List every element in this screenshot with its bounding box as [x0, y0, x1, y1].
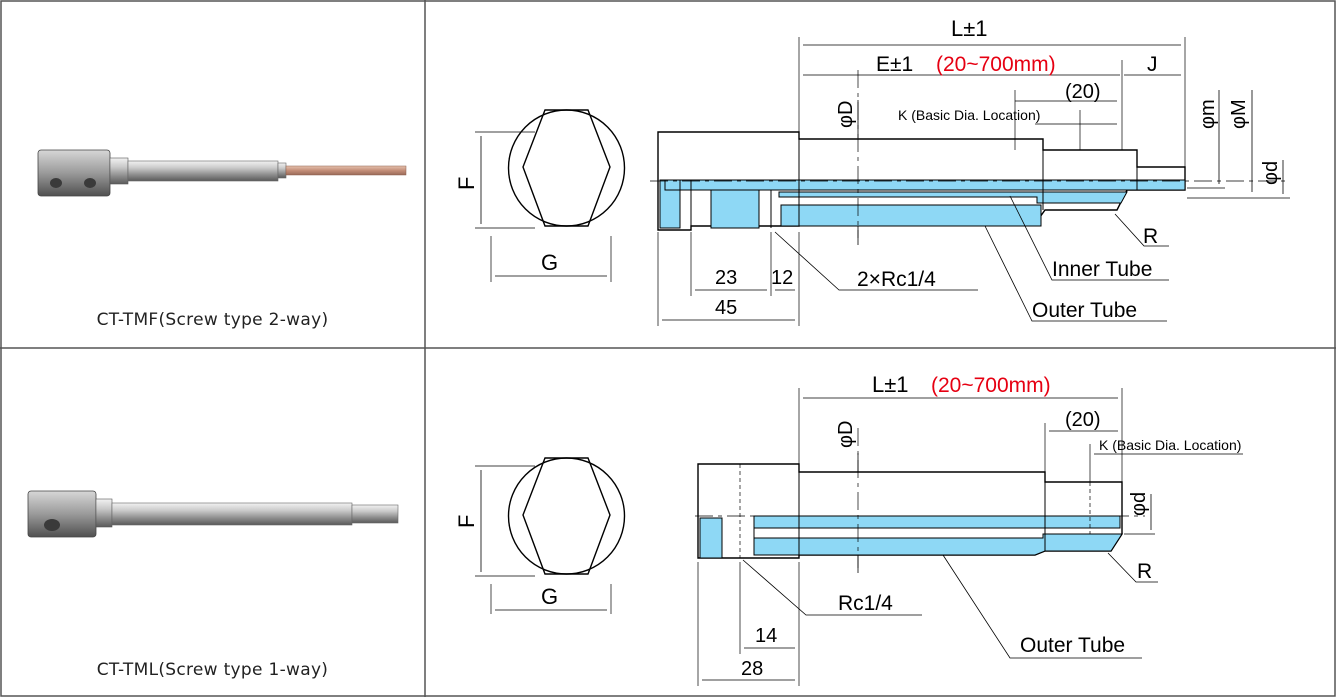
- label-radius-R: R: [1137, 560, 1152, 583]
- label-K: K (Basic Dia. Location): [1099, 437, 1241, 453]
- technical-drawing-tmf: L±1 E±1 (20~700mm) J (20) K (Basic Dia. …: [454, 16, 1290, 326]
- label-tip-20: (20): [1065, 409, 1101, 431]
- label-dim-23: 23: [715, 267, 737, 289]
- label-E-range: (20~700mm): [936, 53, 1056, 76]
- label-radius-R: R: [1143, 225, 1158, 248]
- label-port: Rc1/4: [838, 592, 893, 615]
- label-phi-M: φM: [1228, 99, 1250, 129]
- port-hole-icon: [84, 178, 96, 188]
- label-hex-G: G: [541, 584, 558, 609]
- label-K: K (Basic Dia. Location): [898, 107, 1040, 123]
- label-outer-tube: Outer Tube: [1020, 634, 1125, 657]
- label-inner-tube: Inner Tube: [1052, 258, 1152, 281]
- label-E: E±1: [876, 53, 913, 76]
- label-L: L±1: [951, 16, 988, 41]
- product-photo-tmf: [37, 149, 407, 197]
- photo-cell-tml: CT-TML(Screw type 1-way): [0, 348, 425, 697]
- label-phi-m: φm: [1197, 99, 1219, 129]
- label-dim-12: 12: [771, 267, 793, 289]
- drawing-cell-tml: L±1 (20~700mm) (20) K (Basic Dia. Locati…: [425, 348, 1336, 697]
- label-hex-F: F: [454, 515, 479, 528]
- label-L: L±1: [872, 372, 909, 397]
- product-caption: CT-TMF(Screw type 2-way): [96, 310, 329, 330]
- label-port: 2×Rc1/4: [857, 268, 936, 291]
- label-phi-d: φd: [1128, 492, 1150, 516]
- label-dim-45: 45: [715, 297, 737, 319]
- label-phi-d: φd: [1260, 161, 1282, 185]
- product-photo-tml: [27, 490, 399, 538]
- label-J: J: [1147, 53, 1158, 76]
- technical-drawing-tml: L±1 (20~700mm) (20) K (Basic Dia. Locati…: [454, 372, 1243, 686]
- label-dim-14: 14: [755, 625, 777, 647]
- label-dim-28: 28: [741, 658, 763, 680]
- port-hole-icon: [44, 519, 60, 531]
- label-hex-F: F: [454, 177, 479, 190]
- label-outer-tube: Outer Tube: [1032, 299, 1137, 322]
- product-caption: CT-TML(Screw type 1-way): [96, 660, 329, 680]
- label-hex-G: G: [541, 250, 558, 275]
- port-hole-icon: [50, 178, 62, 188]
- product-row-tmf: CT-TMF(Screw type 2-way): [0, 0, 1336, 348]
- photo-cell-tmf: CT-TMF(Screw type 2-way): [0, 0, 425, 348]
- label-phi-D: φD: [835, 421, 857, 448]
- label-phi-D: φD: [835, 101, 857, 128]
- label-L-range: (20~700mm): [931, 374, 1051, 397]
- label-tip-20: (20): [1065, 81, 1101, 103]
- product-row-tml: CT-TML(Screw type 1-way): [0, 348, 1336, 697]
- drawing-cell-tmf: L±1 E±1 (20~700mm) J (20) K (Basic Dia. …: [425, 0, 1336, 348]
